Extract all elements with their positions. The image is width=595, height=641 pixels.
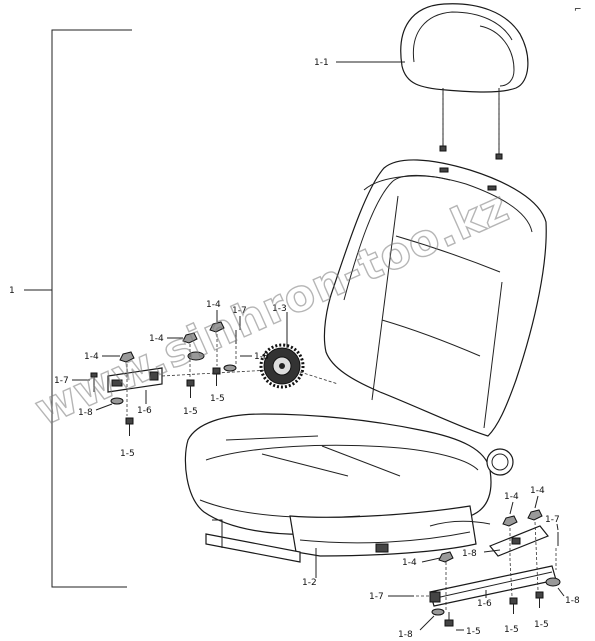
label-left-1-4-a: 1-4 — [206, 300, 221, 310]
recliner-gear — [259, 343, 305, 389]
label-right-1-8-c: 1-8 — [398, 630, 413, 640]
label-left-1-4-b: 1-4 — [149, 334, 164, 344]
label-headrest: 1-1 — [314, 58, 329, 68]
label-right-1-6: 1-6 — [477, 599, 492, 609]
label-left-1-7-a: 1-7 — [232, 306, 247, 316]
right-rail-cluster — [400, 509, 561, 627]
left-hardware-cluster — [90, 321, 271, 436]
label-left-1-8-a: 1-8 — [254, 352, 269, 362]
label-right-1-8-a: 1-8 — [462, 549, 477, 559]
seat-back — [323, 159, 547, 437]
label-right-1-7-a: 1-7 — [545, 515, 560, 525]
label-main-assembly: 1 — [9, 286, 15, 296]
label-right-1-7-b: 1-7 — [369, 592, 384, 602]
corner-mark: ⌐ — [574, 5, 582, 15]
label-left-1-7-b: 1-7 — [54, 376, 69, 386]
label-left-1-6: 1-6 — [137, 406, 152, 416]
label-right-1-4-b: 1-4 — [530, 486, 545, 496]
label-left-1-8-b: 1-8 — [78, 408, 93, 418]
label-seat: 1-2 — [302, 578, 317, 588]
label-right-1-5-c: 1-5 — [534, 620, 549, 630]
label-right-1-4-a: 1-4 — [504, 492, 519, 502]
label-right-1-5-b: 1-5 — [504, 625, 519, 635]
label-left-1-5-c: 1-5 — [120, 449, 135, 459]
label-right-1-5-a: 1-5 — [466, 627, 481, 637]
main-assembly-bracket — [24, 29, 132, 588]
label-right-1-8-b: 1-8 — [565, 596, 580, 606]
label-left-1-5-a: 1-5 — [210, 394, 225, 404]
headrest — [400, 3, 529, 160]
label-left-1-4-c: 1-4 — [84, 352, 99, 362]
label-right-1-4-c: 1-4 — [402, 558, 417, 568]
label-left-1-5-b: 1-5 — [183, 407, 198, 417]
seat-cushion — [184, 413, 514, 563]
label-gear: 1-3 — [272, 304, 287, 314]
